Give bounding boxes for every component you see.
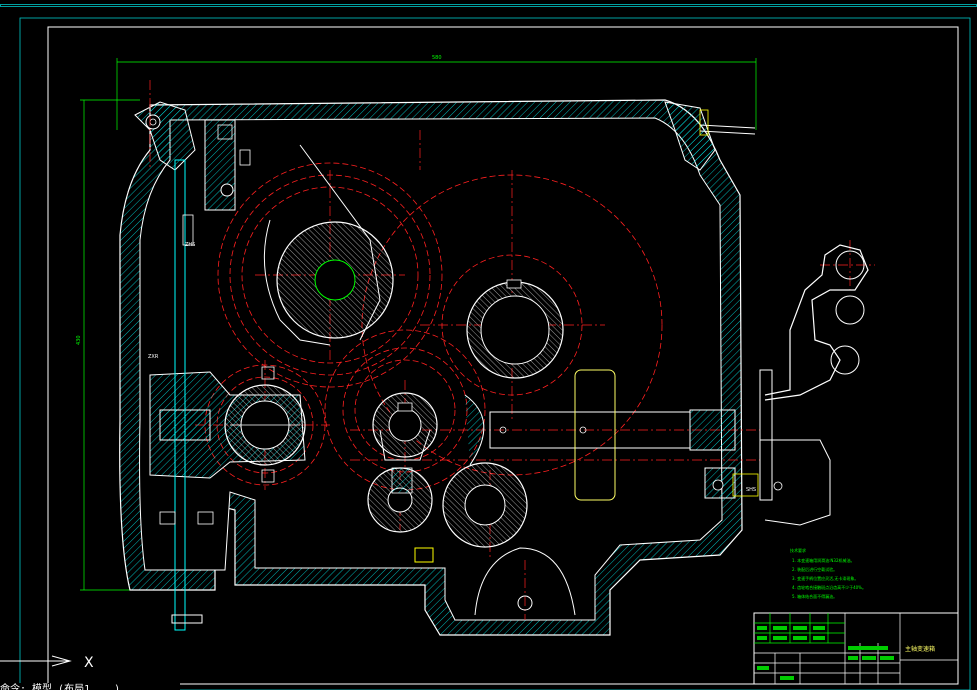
left-shaft-assembly <box>149 366 306 483</box>
title-block <box>753 612 959 685</box>
note-title: 技术要求 <box>790 547 806 553</box>
ucs-icon <box>0 655 72 667</box>
dimension-left-label: 430 <box>76 335 82 345</box>
drain-plug <box>474 547 576 616</box>
command-line-text: 命令: 模型 (布局1 ...) <box>0 682 120 690</box>
note-line-1: 1. 本变速箱用润滑油:N32机械油。 <box>792 557 855 563</box>
dimension-top-label: 580 <box>432 55 442 61</box>
shift-lever <box>689 244 869 526</box>
shift-rod <box>159 119 251 631</box>
title-block-fills <box>757 626 894 680</box>
drawing-name: 主轴变速箱 <box>905 645 935 653</box>
part-label-shaft: ZHS <box>185 242 195 248</box>
middle-gear <box>372 392 438 458</box>
note-line-2: 2. 装配后进行空载试验。 <box>792 566 837 572</box>
technical-notes: 技术要求 1. 本变速箱用润滑油:N32机械油。 2. 装配后进行空载试验。 3… <box>790 547 866 599</box>
note-line-5: 5. 箱体结合面不得漏油。 <box>792 593 837 599</box>
note-line-3: 3. 变速手柄位置应灵活,无卡滞现象。 <box>792 575 858 581</box>
part-label-right: SHS <box>746 487 756 493</box>
ring-gear <box>466 279 564 379</box>
top-gear <box>263 144 394 346</box>
note-line-4: 4. 齿轮啮合接触斑点沿齿高不少于40%。 <box>792 584 866 590</box>
bottom-gears <box>367 429 528 563</box>
horizontal-shaft <box>464 369 691 501</box>
command-line[interactable]: 命令: 模型 (布局1 ...) <box>0 682 180 690</box>
top-right-pin <box>699 109 756 136</box>
part-label-left: ZXR <box>148 354 159 360</box>
ucs-x-label: X <box>84 655 94 671</box>
